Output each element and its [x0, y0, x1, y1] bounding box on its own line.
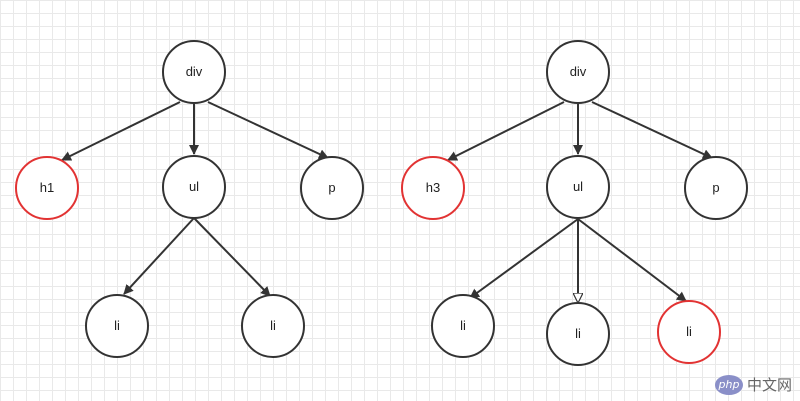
watermark-text: 中文网: [746, 376, 792, 394]
right-node-h3-label: h3: [426, 180, 440, 195]
right-tree-edges: [447, 101, 713, 302]
left-node-ul: ul: [162, 155, 226, 219]
right-node-ul-label: ul: [573, 179, 583, 194]
left-node-div-label: div: [186, 64, 203, 79]
right-node-p: p: [684, 156, 748, 220]
left-node-p-label: p: [328, 180, 335, 195]
left-node-p: p: [300, 156, 364, 220]
left-node-li-1: li: [85, 294, 149, 358]
left-node-li-1-label: li: [114, 318, 120, 333]
right-node-ul: ul: [546, 155, 610, 219]
right-node-div-label: div: [570, 64, 587, 79]
left-node-h1: h1: [15, 156, 79, 220]
right-node-li-2-label: li: [575, 326, 581, 341]
edge-div-h3-right: [447, 101, 565, 161]
right-node-div: div: [546, 40, 610, 104]
edge-div-p-left: [207, 101, 329, 159]
left-node-ul-label: ul: [189, 179, 199, 194]
left-node-div: div: [162, 40, 226, 104]
edge-ul-li2-left: [193, 217, 271, 297]
edge-ul-li1-right: [469, 218, 579, 299]
right-node-li-2: li: [546, 302, 610, 366]
edge-ul-li1-left: [123, 217, 195, 295]
edge-div-p-right: [591, 101, 713, 159]
right-node-p-label: p: [712, 180, 719, 195]
right-node-h3: h3: [401, 156, 465, 220]
left-node-h1-label: h1: [40, 180, 54, 195]
left-tree-edges: [61, 101, 329, 297]
right-node-li-1: li: [431, 294, 495, 358]
left-node-li-2: li: [241, 294, 305, 358]
php-logo-badge: php: [714, 374, 743, 395]
edge-div-h1-left: [61, 101, 181, 161]
watermark: php 中文网: [714, 374, 792, 395]
right-node-li-3: li: [657, 300, 721, 364]
right-node-li-1-label: li: [460, 318, 466, 333]
edge-ul-li3-right: [577, 218, 687, 302]
left-node-li-2-label: li: [270, 318, 276, 333]
right-node-li-3-label: li: [686, 324, 692, 339]
